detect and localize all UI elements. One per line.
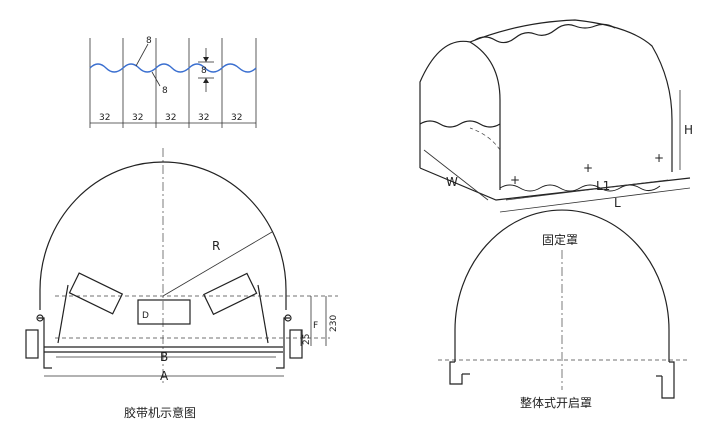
l1-label: L1 (596, 179, 610, 193)
fixed-cover-diagram: W L1 L H + + + 固定罩 (419, 19, 693, 247)
pitch-label: 32 (99, 113, 110, 123)
right-support (257, 284, 269, 344)
w-label: W (446, 175, 458, 189)
dim-25-label: 25 (302, 334, 312, 345)
bottom-corrugation (499, 184, 661, 192)
pitch-label: 32 (231, 113, 242, 123)
left-flange (449, 361, 463, 385)
pitch-label: 32 (165, 113, 176, 123)
l-dimension (499, 187, 691, 213)
b-label: B (160, 350, 168, 364)
right-idler-roller (203, 272, 258, 316)
corrugation-wave (89, 63, 257, 73)
top-corrugation (474, 23, 616, 44)
fixed-cover-caption: 固定罩 (542, 232, 578, 247)
right-flange (661, 361, 675, 399)
belt-section-diagram: R D B A F (25, 148, 339, 420)
belt-caption: 胶带机示意图 (124, 405, 196, 420)
left-idler-roller (68, 272, 124, 315)
arrow-head (203, 57, 209, 62)
hidden-line (469, 127, 501, 151)
radius-label: R (212, 239, 220, 253)
plus-mark: + (654, 151, 664, 165)
d-label: D (142, 311, 149, 321)
cover-arc (39, 161, 287, 310)
open-cover-arc (454, 209, 670, 362)
f-label: F (313, 321, 318, 331)
base-outline (419, 167, 691, 201)
front-bottom-edge (419, 120, 501, 128)
left-bolt (36, 314, 44, 322)
open-cover-caption: 整体式开启罩 (520, 395, 592, 410)
left-clamp (25, 329, 39, 359)
front-arch (419, 40, 501, 190)
l-label: L (614, 196, 621, 210)
open-cover-diagram: 整体式开启罩 (438, 209, 690, 410)
w-dimension (423, 149, 489, 201)
depth-label: 8 (201, 66, 207, 76)
plus-mark: + (510, 173, 520, 187)
top-ridge (469, 19, 673, 172)
l1-dimension (505, 179, 669, 201)
left-bracket (38, 317, 52, 369)
wave-detail: 8 8 8 32 32 32 32 32 (89, 36, 257, 128)
a-label: A (160, 369, 169, 383)
diag-label-top: 8 (146, 36, 152, 46)
dim-230-label: 230 (329, 315, 339, 332)
h-label: H (684, 123, 693, 137)
leader-line-bottom (151, 71, 161, 87)
right-bracket (276, 317, 290, 369)
pitch-label: 32 (132, 113, 143, 123)
leader-line-top (135, 43, 149, 67)
arrow-head (203, 78, 209, 83)
right-clamp (289, 329, 303, 359)
center-idler-roller (137, 299, 191, 325)
right-bolt (284, 314, 292, 322)
radius-line (162, 231, 273, 297)
left-support (57, 284, 69, 344)
plus-mark: + (583, 161, 593, 175)
pitch-label: 32 (198, 113, 209, 123)
diag-label-bottom: 8 (162, 86, 168, 96)
